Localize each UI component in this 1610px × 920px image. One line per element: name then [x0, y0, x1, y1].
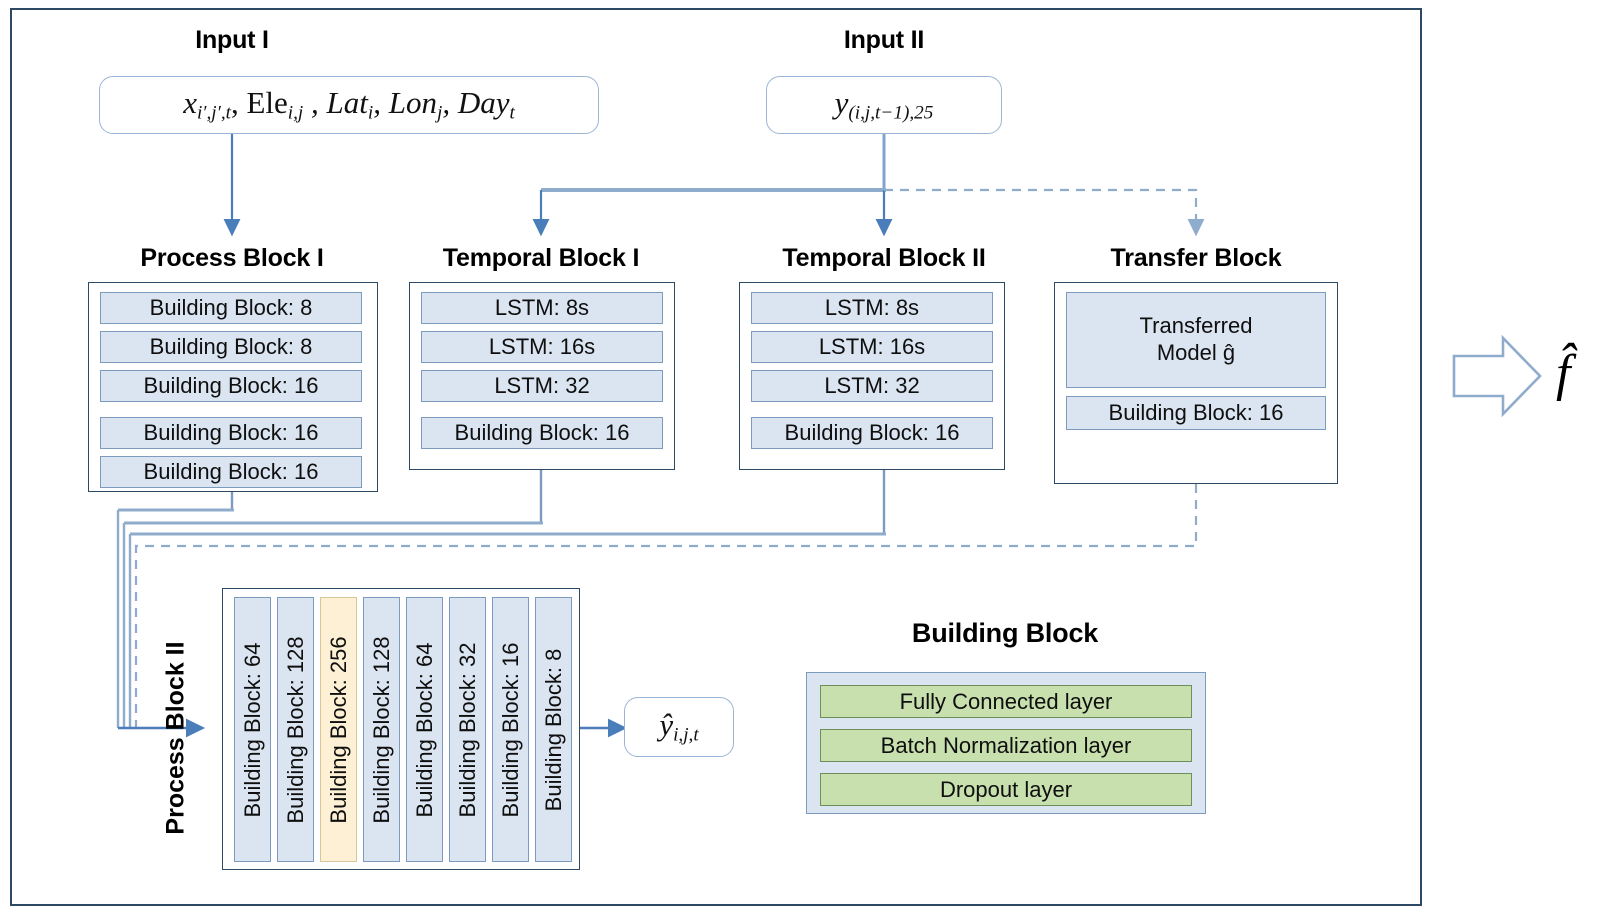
temporal-block-2-title: Temporal Block II: [782, 244, 986, 272]
temporal-block-2-cell[interactable]: Building Block: 16: [751, 417, 993, 449]
process-block-2-cell[interactable]: Building Block: 8: [535, 597, 572, 862]
transfer-block-title: Transfer Block: [1110, 244, 1282, 272]
building-block-legend-cell[interactable]: Batch Normalization layer: [820, 729, 1192, 762]
temporal-block-1-title: Temporal Block I: [442, 244, 640, 272]
temporal-block-1-cell[interactable]: Building Block: 16: [421, 417, 663, 449]
process-block-1-title: Process Block I: [140, 244, 324, 272]
temporal-block-2-cell[interactable]: LSTM: 16s: [751, 331, 993, 363]
process-block-2-cell[interactable]: Building Block: 128: [363, 597, 400, 862]
output-formula: ŷi,j,t: [659, 707, 699, 746]
transferred-model-line-1: Transferred: [1139, 313, 1253, 339]
block-arrow-to-fhat: [1452, 334, 1542, 418]
temporal-block-2-cell[interactable]: LSTM: 32: [751, 370, 993, 402]
building-block-legend-title: Building Block: [911, 618, 1099, 648]
building-block-legend-cell[interactable]: Dropout layer: [820, 773, 1192, 806]
transfer-block-cell[interactable]: Building Block: 16: [1066, 396, 1326, 430]
process-block-1-cell[interactable]: Building Block: 16: [100, 417, 362, 449]
input-2-formula: y(i,j,t−1),25: [834, 85, 934, 124]
process-block-2-cell[interactable]: Building Block: 16: [492, 597, 529, 862]
transferred-model-cell[interactable]: Transferred Model ĝ: [1066, 292, 1326, 388]
transferred-model-line-2: Model ĝ: [1156, 340, 1236, 365]
input-1-title: Input I: [195, 26, 269, 54]
building-block-legend-cell[interactable]: Fully Connected layer: [820, 685, 1192, 718]
final-output-f-hat: f̂: [1556, 345, 1571, 402]
temporal-block-2-cell[interactable]: LSTM: 8s: [751, 292, 993, 324]
temporal-block-1-cell[interactable]: LSTM: 16s: [421, 331, 663, 363]
process-block-1-cell[interactable]: Building Block: 16: [100, 370, 362, 402]
process-block-2-cell-highlighted[interactable]: Building Block: 256: [320, 597, 357, 862]
input-2-title: Input II: [843, 26, 925, 54]
process-block-1-cell[interactable]: Building Block: 8: [100, 292, 362, 324]
input-1-formula: xi′,j′,t, Elei,j , Lati, Lonj, Dayt: [183, 85, 515, 124]
input-2-box: y(i,j,t−1),25: [766, 76, 1002, 134]
process-block-2-cell[interactable]: Building Block: 64: [406, 597, 443, 862]
process-block-2-cell[interactable]: Building Block: 128: [277, 597, 314, 862]
process-block-2-title: Process Block II: [161, 641, 190, 835]
diagram-outer-border: [10, 8, 1422, 906]
output-y-hat-box: ŷi,j,t: [624, 697, 734, 757]
process-block-2-cell[interactable]: Building Block: 64: [234, 597, 271, 862]
temporal-block-1-cell[interactable]: LSTM: 32: [421, 370, 663, 402]
input-1-box: xi′,j′,t, Elei,j , Lati, Lonj, Dayt: [99, 76, 599, 134]
process-block-1-cell[interactable]: Building Block: 16: [100, 456, 362, 488]
temporal-block-1-cell[interactable]: LSTM: 8s: [421, 292, 663, 324]
process-block-1-cell[interactable]: Building Block: 8: [100, 331, 362, 363]
process-block-2-cell[interactable]: Building Block: 32: [449, 597, 486, 862]
